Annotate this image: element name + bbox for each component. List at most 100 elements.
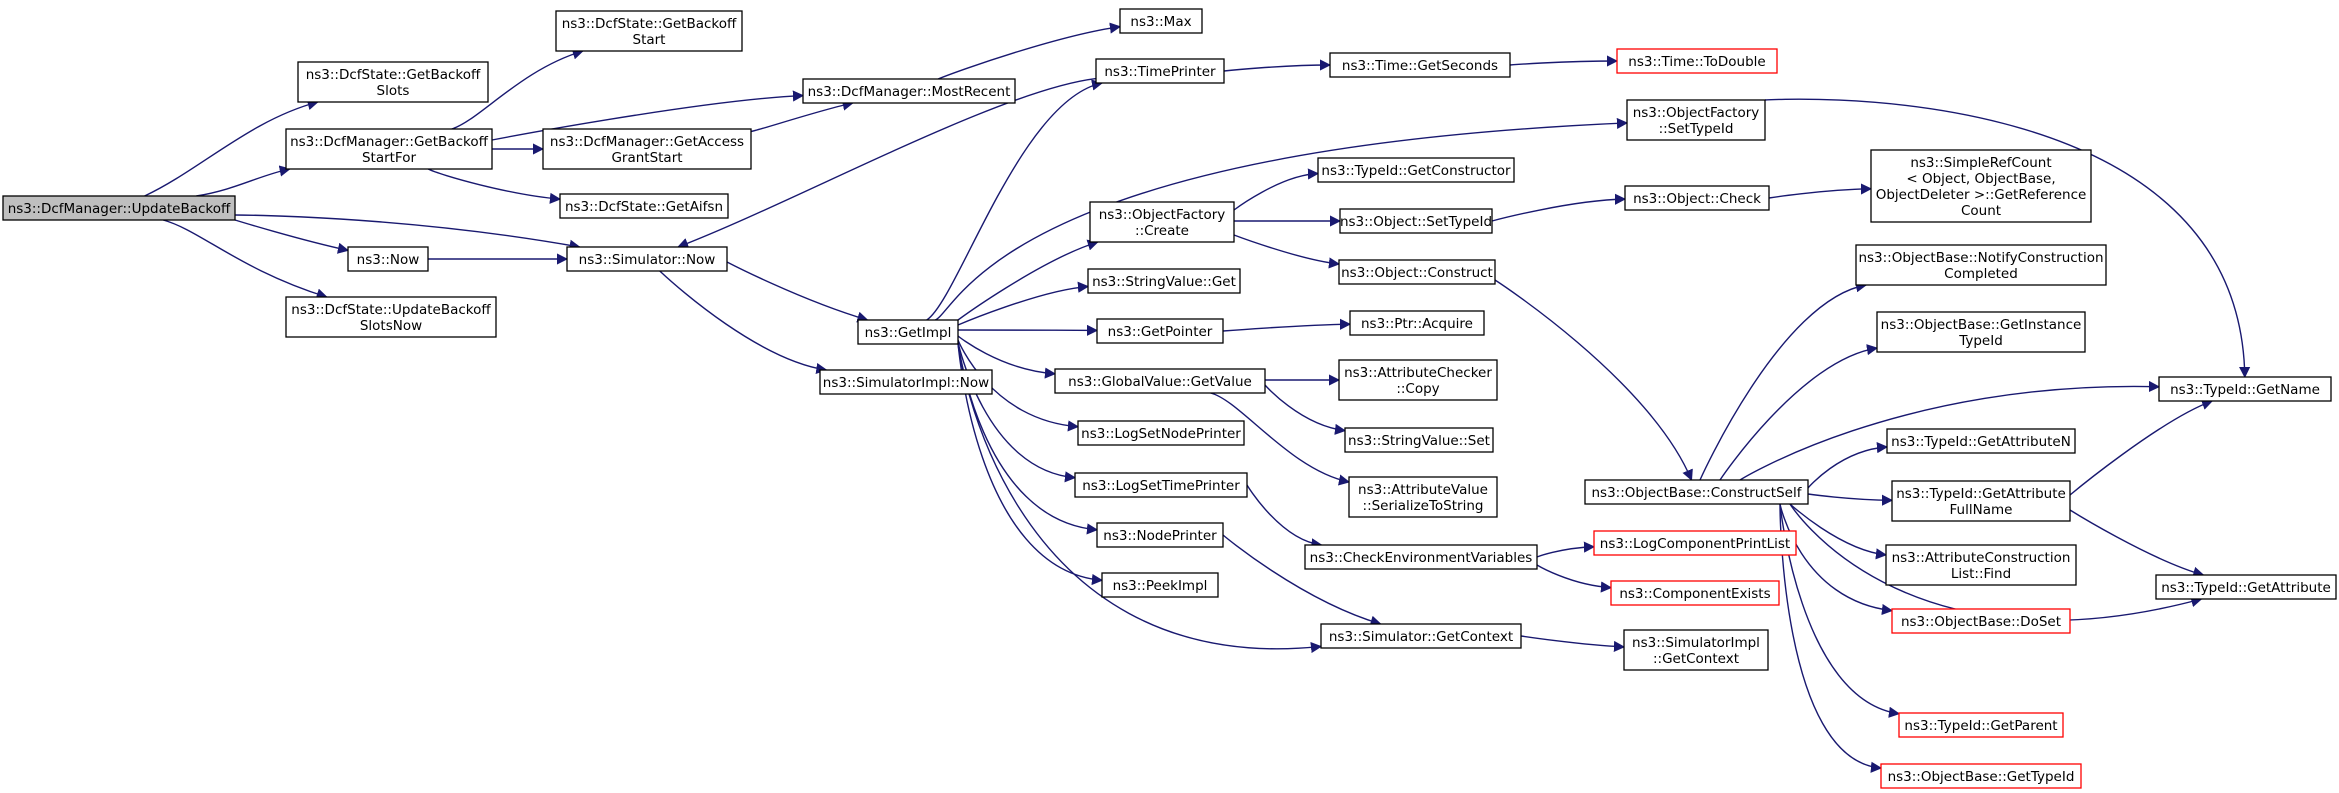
- node-n14[interactable]: ns3::ObjectFactory::Create: [1089, 201, 1235, 243]
- edge-n17-n31: [1210, 392, 1351, 486]
- edge-n13-n3: [677, 77, 1097, 249]
- node-label: List::Find: [1951, 566, 2011, 582]
- node-n48[interactable]: ns3::TypeId::GetName: [2158, 376, 2332, 402]
- node-n46[interactable]: ns3::TypeId::GetParent: [1898, 712, 2064, 738]
- edge-n0-n1: [144, 99, 319, 197]
- node-box: [1304, 544, 1538, 570]
- node-label: ns3::DcfState::GetAifsn: [565, 199, 723, 215]
- node-label: ns3::Object::Check: [1633, 191, 1761, 207]
- node-n35[interactable]: ns3::ObjectBase::ConstructSelf: [1584, 479, 1809, 505]
- node-n39[interactable]: ns3::SimpleRefCount< Object, ObjectBase,…: [1870, 149, 2092, 223]
- node-n16[interactable]: ns3::GetPointer: [1096, 318, 1224, 344]
- node-label: FullName: [1950, 502, 2013, 518]
- node-box: [1317, 157, 1515, 183]
- node-n21[interactable]: ns3::PeekImpl: [1101, 572, 1219, 598]
- node-n17[interactable]: ns3::GlobalValue::GetValue: [1054, 368, 1266, 394]
- node-box: [1338, 259, 1496, 285]
- node-n20[interactable]: ns3::NodePrinter: [1096, 522, 1224, 548]
- node-n47[interactable]: ns3::ObjectBase::GetTypeId: [1880, 763, 2082, 789]
- node-n26[interactable]: ns3::Object::SetTypeId: [1339, 208, 1493, 234]
- node-n31[interactable]: ns3::AttributeValue::SerializeToString: [1348, 476, 1498, 518]
- node-n0[interactable]: ns3::DcfManager::UpdateBackoff: [2, 195, 236, 221]
- node-n9[interactable]: ns3::DcfState::GetAifsn: [559, 193, 729, 219]
- node-box: [285, 128, 493, 170]
- node-n32[interactable]: ns3::CheckEnvironmentVariables: [1304, 544, 1538, 570]
- node-box: [2158, 376, 2332, 402]
- node-label: < Object, ObjectBase,: [1906, 171, 2055, 187]
- node-n4[interactable]: ns3::Now: [347, 246, 429, 272]
- node-n12[interactable]: ns3::SimulatorImpl::Now: [819, 369, 993, 395]
- node-label: ns3::DcfManager::GetAccess: [550, 134, 744, 150]
- node-label: ns3::Simulator::GetContext: [1329, 629, 1513, 645]
- node-n10[interactable]: ns3::Max: [1119, 8, 1203, 34]
- node-box: [1624, 185, 1770, 211]
- node-box: [1876, 311, 2086, 353]
- node-box: [1074, 472, 1248, 498]
- node-box: [1096, 522, 1224, 548]
- node-box: [857, 319, 959, 345]
- node-n42[interactable]: ns3::TypeId::GetAttributeN: [1886, 428, 2076, 454]
- node-box: [1898, 712, 2064, 738]
- edge-n35-n47: [1779, 503, 1883, 773]
- node-box: [1338, 359, 1498, 401]
- edge-n14-n27: [1233, 234, 1341, 269]
- node-box: [1329, 52, 1511, 78]
- edge-n35-n42: [1807, 442, 1889, 489]
- node-n33[interactable]: ns3::Simulator::GetContext: [1320, 623, 1522, 649]
- node-n18[interactable]: ns3::LogSetNodePrinter: [1077, 420, 1245, 446]
- node-box: [1880, 763, 2082, 789]
- node-box: [1054, 368, 1266, 394]
- node-n19[interactable]: ns3::LogSetTimePrinter: [1074, 472, 1248, 498]
- node-n37[interactable]: ns3::ComponentExists: [1610, 580, 1780, 606]
- edge-n26-n34: [1491, 193, 1627, 222]
- node-n30[interactable]: ns3::StringValue::Set: [1344, 427, 1494, 453]
- node-n7[interactable]: ns3::DcfManager::MostRecent: [802, 78, 1016, 104]
- node-label: StartFor: [362, 150, 417, 166]
- node-n29[interactable]: ns3::AttributeChecker::Copy: [1338, 359, 1498, 401]
- node-n25[interactable]: ns3::TypeId::GetConstructor: [1317, 157, 1515, 183]
- edge-n20-n33: [1222, 534, 1382, 627]
- node-label: ns3::TimePrinter: [1104, 64, 1216, 80]
- node-n45[interactable]: ns3::ObjectBase::DoSet: [1891, 608, 2071, 634]
- node-label: ns3::Simulator::Now: [579, 252, 716, 268]
- node-n15[interactable]: ns3::StringValue::Get: [1087, 268, 1241, 294]
- edge-n11-n33: [957, 343, 1323, 654]
- edge-n3-n12: [659, 270, 828, 375]
- edge-n11-n15: [957, 281, 1090, 326]
- node-box: [1101, 572, 1219, 598]
- node-n24[interactable]: ns3::ObjectFactory::SetTypeId: [1626, 99, 1766, 141]
- node-label: ns3::StringValue::Get: [1092, 274, 1236, 290]
- node-n22[interactable]: ns3::Time::GetSeconds: [1329, 52, 1511, 78]
- node-n28[interactable]: ns3::Ptr::Acquire: [1349, 310, 1485, 336]
- node-n27[interactable]: ns3::Object::Construct: [1338, 259, 1496, 285]
- node-label: ns3::TypeId::GetAttribute: [2161, 580, 2331, 596]
- edge-n0-n2: [196, 165, 291, 197]
- node-n23[interactable]: ns3::Time::ToDouble: [1616, 48, 1778, 74]
- edge-n11-n17: [957, 335, 1057, 379]
- node-n38[interactable]: ns3::SimulatorImpl::GetContext: [1623, 629, 1769, 671]
- node-box: [1089, 201, 1235, 243]
- node-box: [1119, 8, 1203, 34]
- node-n3[interactable]: ns3::Simulator::Now: [566, 246, 728, 272]
- node-box: [1886, 428, 2076, 454]
- node-n34[interactable]: ns3::Object::Check: [1624, 185, 1770, 211]
- node-label: ns3::NodePrinter: [1103, 528, 1217, 544]
- node-n11[interactable]: ns3::GetImpl: [857, 319, 959, 345]
- node-box: [819, 369, 993, 395]
- edge-n7-n10: [937, 22, 1122, 80]
- node-n49[interactable]: ns3::TypeId::GetAttribute: [2155, 574, 2337, 600]
- node-label: ns3::ObjectBase::GetInstance: [1881, 317, 2082, 333]
- node-n13[interactable]: ns3::TimePrinter: [1095, 58, 1225, 84]
- node-label: ns3::GlobalValue::GetValue: [1068, 374, 1252, 390]
- node-label: ns3::SimulatorImpl: [1632, 635, 1760, 651]
- node-n40[interactable]: ns3::ObjectBase::NotifyConstructionCompl…: [1855, 244, 2107, 286]
- node-n36[interactable]: ns3::LogComponentPrintList: [1593, 530, 1797, 556]
